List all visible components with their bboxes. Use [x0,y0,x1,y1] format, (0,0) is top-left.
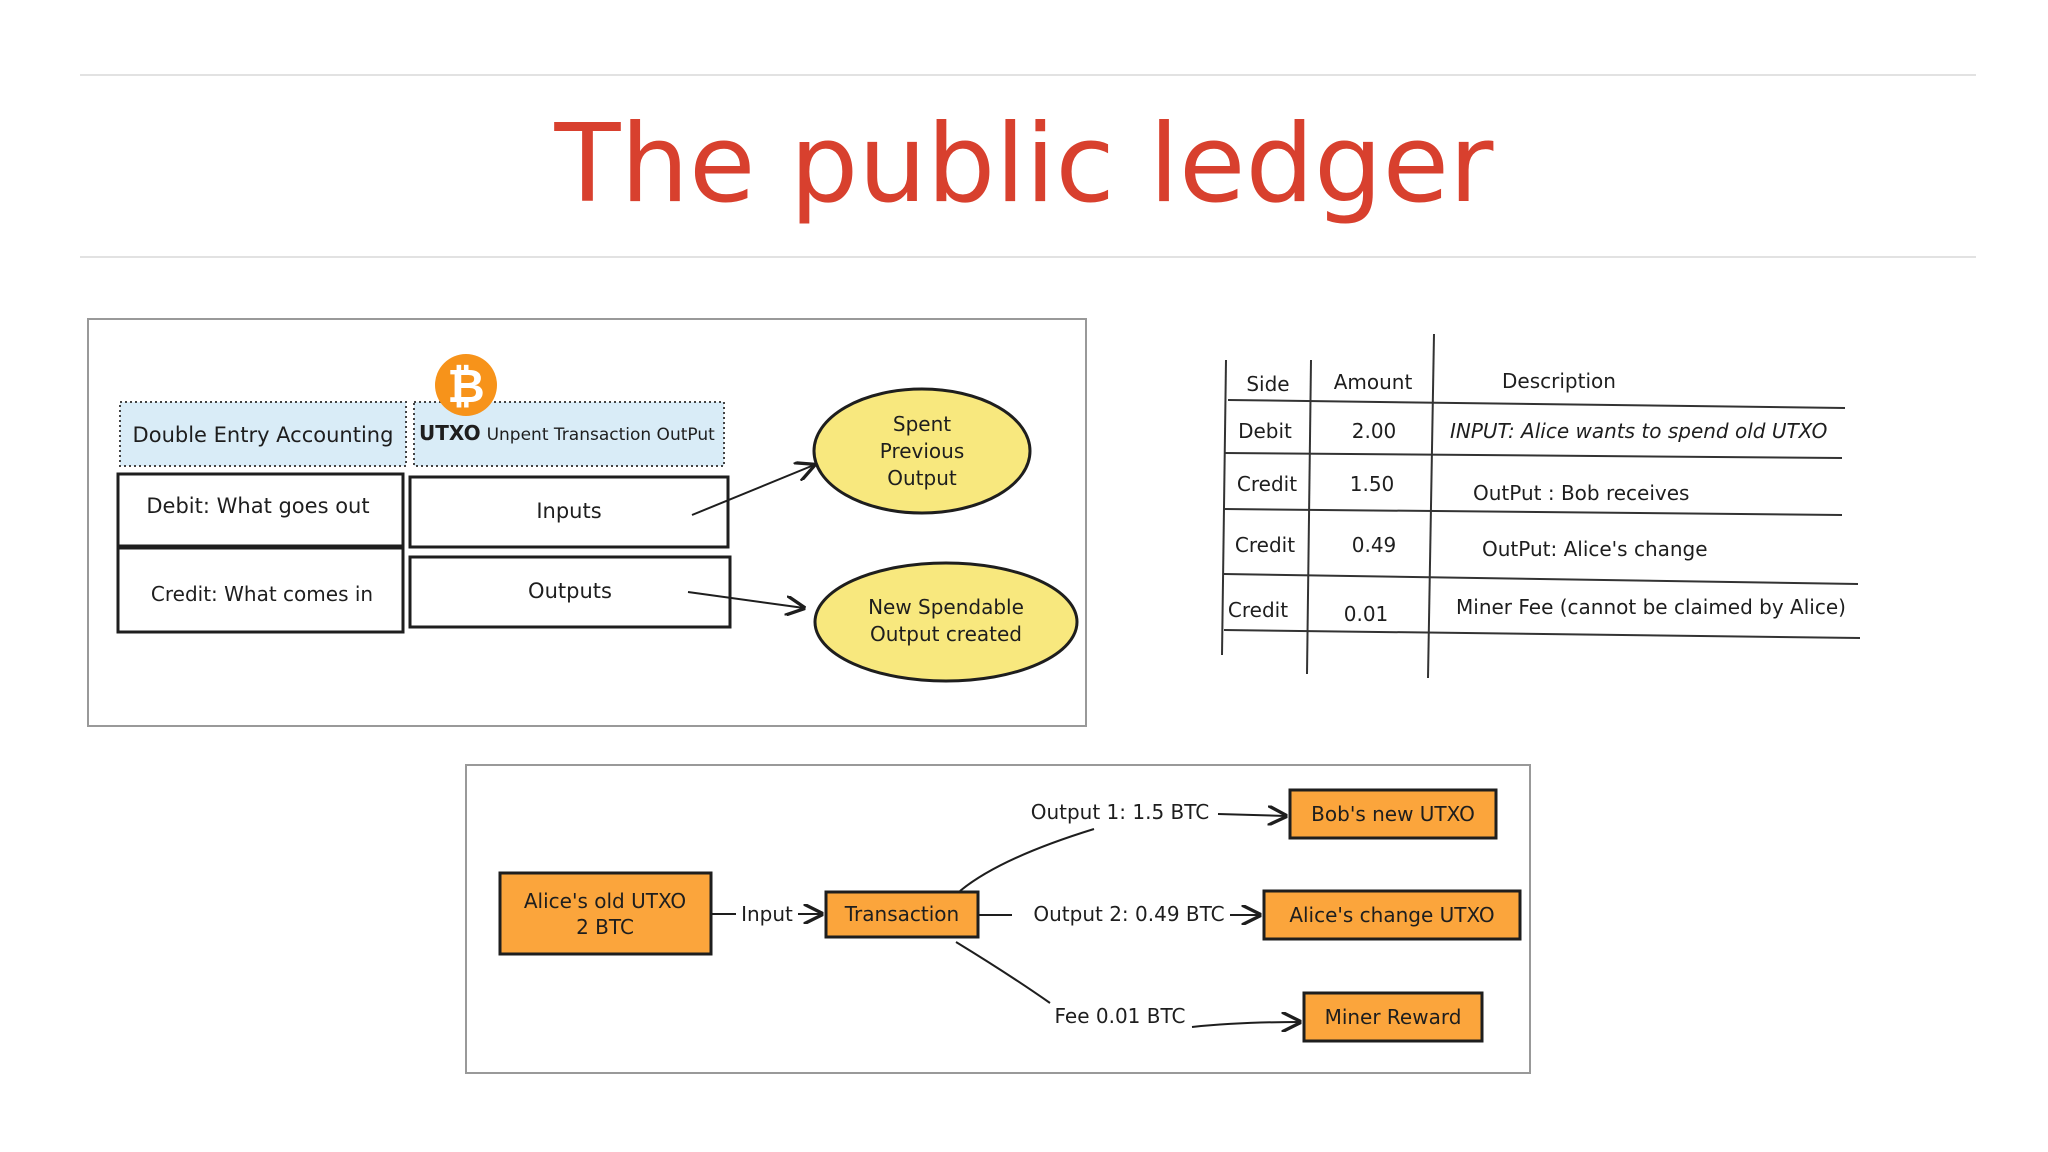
slide-title: The public ledger [554,102,1494,227]
header-utxo-text: UTXO Unpent Transaction OutPut [419,421,715,445]
alice-change-node [1262,889,1522,941]
top-rule [80,74,1976,76]
ledger-row-2-amount: 1.50 [1350,472,1395,496]
row-line-4 [1223,629,1861,639]
alice-old-utxo-line-2: 2 BTC [576,915,634,939]
edge-transaction-fee [955,941,1051,1004]
bitcoin-icon [435,354,497,416]
ledger-row-1-description: INPUT: Alice wants to spend old UTXO [1450,419,1827,443]
bob-utxo-node [1288,788,1498,840]
alice-old-utxo-line-1: Alice's old UTXO [524,889,686,913]
inputs-text: Inputs [536,499,601,523]
ledger-row-4-amount: 0.01 [1344,602,1389,626]
header-double-entry-text: Double Entry Accounting [133,423,394,447]
outputs-text: Outputs [528,579,612,603]
col-line-2 [1306,359,1312,675]
miner-reward-node [1302,991,1484,1043]
spent-line-2: Previous [880,439,965,463]
ledger-table: Side Amount Description Debit 2.00 INPUT… [1221,333,1861,679]
new-output-ellipse [813,561,1079,683]
outputs-arrow [687,591,804,608]
credit-text: Credit: What comes in [151,582,373,606]
debit-text: Debit: What goes out [146,494,369,518]
ledger-header-description: Description [1502,369,1616,393]
edge-output1-bob [1217,814,1286,816]
alice-old-utxo-node [498,871,713,956]
debit-cell [116,472,405,548]
edge-fee-miner [1191,1022,1300,1027]
header-cell-double-entry [119,401,407,467]
ledger-row-2-description: OutPut : Bob receives [1473,481,1689,505]
transaction-node [824,890,980,939]
ledger-row-3-side: Credit [1235,533,1295,557]
spent-line-3: Output [887,466,957,490]
row-line-1 [1223,452,1843,459]
bob-utxo-text: Bob's new UTXO [1311,802,1475,826]
ledger-header-amount: Amount [1334,370,1413,394]
ledger-row-2-side: Credit [1237,472,1297,496]
outputs-cell [408,555,732,629]
output2-label: Output 2: 0.49 BTC [1033,902,1224,926]
input-label: Input [741,902,793,926]
col-line-left [1221,359,1227,656]
spent-line-1: Spent [893,412,951,436]
title-underline-rule [80,256,1976,258]
ledger-row-3-description: OutPut: Alice's change [1482,537,1708,561]
ledger-row-4-description: Miner Fee (cannot be claimed by Alice) [1456,595,1846,619]
header-utxo-rest: Unpent Transaction OutPut [487,425,716,445]
ledger-header-side: Side [1246,372,1289,396]
col-line-3 [1427,333,1435,679]
alice-change-text: Alice's change UTXO [1289,903,1494,927]
mapping-diagram: Double Entry Accounting UTXO Unpent Trans… [87,318,1087,727]
bitcoin-symbol: ₿ [447,359,485,413]
transaction-flow: Alice's old UTXO 2 BTC Transaction Bob's… [465,764,1531,1074]
ledger-row-3-amount: 0.49 [1352,533,1397,557]
transaction-text: Transaction [844,902,959,926]
new-output-line-1: New Spendable [868,595,1024,619]
header-utxo-bold: UTXO [419,421,481,445]
row-line-header [1227,399,1846,409]
inputs-cell [408,475,730,549]
credit-cell [116,546,405,634]
row-line-2 [1223,508,1843,516]
new-output-line-2: Output created [870,622,1022,646]
ledger-row-1-amount: 2.00 [1352,419,1397,443]
ledger-row-4-side: Credit [1228,598,1288,622]
inputs-arrow [691,465,814,516]
fee-label: Fee 0.01 BTC [1055,1004,1186,1028]
output1-label: Output 1: 1.5 BTC [1031,800,1210,824]
spent-output-ellipse [812,387,1032,515]
edge-transaction-output1 [959,828,1095,892]
ledger-row-1-side: Debit [1238,419,1292,443]
row-line-3 [1223,573,1859,585]
miner-reward-text: Miner Reward [1325,1005,1462,1029]
